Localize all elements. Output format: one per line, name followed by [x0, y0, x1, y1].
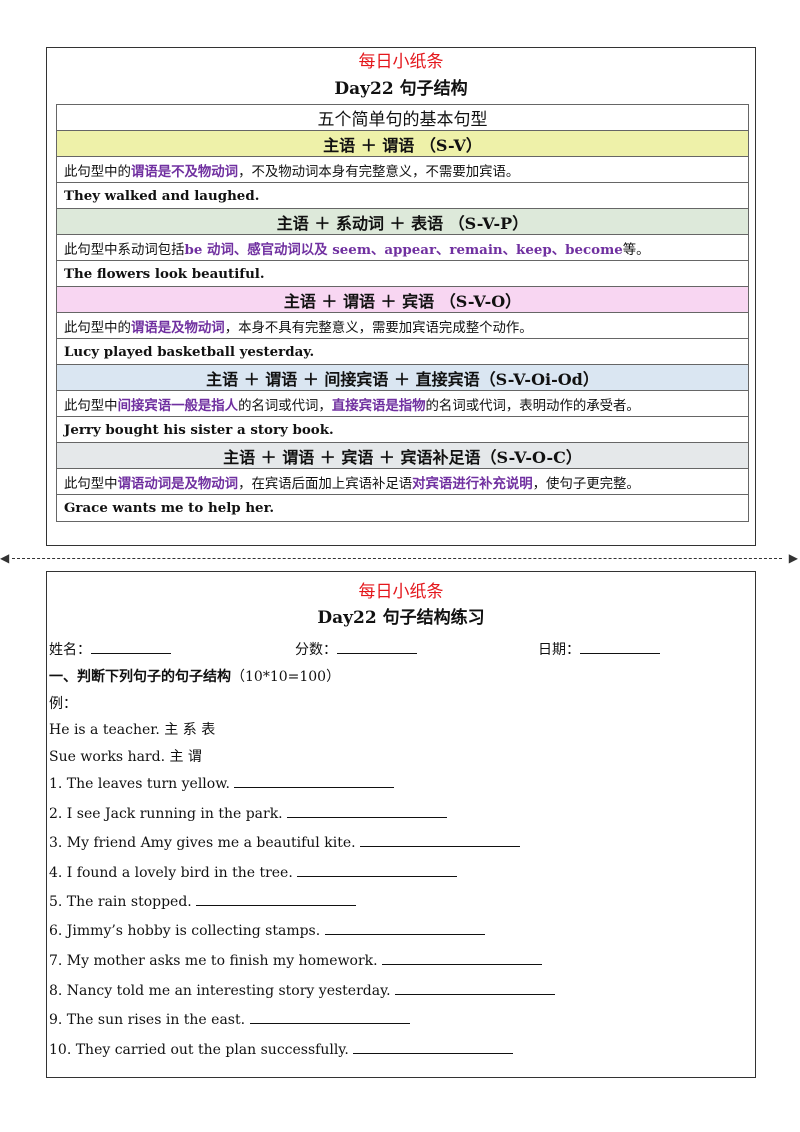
grammar-card-panel: 每日小纸条 Day22 句子结构 五个简单句的基本句型 主语 ＋ 谓语 （S-V…	[46, 47, 756, 546]
question-item: 1. The leaves turn yellow.	[49, 775, 395, 792]
table-header: 五个简单句的基本句型	[57, 105, 748, 131]
name-field[interactable]: 姓名：	[49, 639, 171, 659]
page-title: Day22 句子结构	[334, 79, 468, 99]
pattern-svo-heading: 主语 ＋ 谓语 ＋ 宾语 （S-V-O）	[57, 287, 748, 313]
question-item: 4. I found a lovely bird in the tree.	[49, 864, 458, 881]
pattern-svoc-example: Grace wants me to help her.	[64, 500, 275, 516]
pattern-sv-description: 此句型中的谓语是不及物动词，不及物动词本身有完整意义，不需要加宾语。	[57, 157, 748, 183]
section-heading: 一、判断下列句子的句子结构（10*10=100）	[49, 669, 341, 685]
question-item: 9. The sun rises in the east.	[49, 1011, 410, 1028]
brand-title: 每日小纸条	[358, 52, 444, 72]
pattern-svp-example: The flowers look beautiful.	[57, 261, 748, 287]
question-item: 6. Jimmy’s hobby is collecting stamps.	[49, 922, 485, 939]
date-field[interactable]: 日期：	[538, 639, 660, 659]
answer-blank[interactable]	[360, 834, 521, 847]
date-blank[interactable]	[580, 641, 660, 654]
pattern-svoc-description: 此句型中谓语动词是及物动词，在宾语后面加上宾语补足语对宾语进行补充说明，使句子更…	[57, 469, 748, 495]
answer-blank[interactable]	[382, 952, 543, 965]
date-label: 日期：	[538, 642, 580, 658]
pattern-sv-heading: 主语 ＋ 谓语 （S-V）	[57, 131, 748, 157]
pattern-svoo-heading: 主语 ＋ 谓语 ＋ 间接宾语 ＋ 直接宾语（S-V-Oi-Od）	[57, 365, 748, 391]
question-item: 7. My mother asks me to finish my homewo…	[49, 952, 543, 969]
cut-line-left-arrow-icon: ◀	[0, 551, 10, 565]
pattern-svoc-heading: 主语 ＋ 谓语 ＋ 宾语 ＋ 宾语补足语（S-V-O-C）	[57, 443, 748, 469]
example-item: Sue works hard. 主 谓	[49, 749, 202, 765]
pattern-svoo-example: Jerry bought his sister a story book.	[57, 417, 748, 443]
score-label: 分数：	[295, 642, 337, 658]
answer-blank[interactable]	[287, 805, 448, 818]
answer-blank[interactable]	[324, 922, 485, 935]
pattern-svo-description: 此句型中的谓语是及物动词，本身不具有完整意义，需要加宾语完成整个动作。	[57, 313, 748, 339]
example-item: He is a teacher. 主 系 表	[49, 722, 216, 738]
question-item: 3. My friend Amy gives me a beautiful ki…	[49, 834, 521, 851]
exercise-title: Day22 句子结构练习	[317, 608, 485, 628]
answer-blank[interactable]	[249, 1011, 410, 1024]
pattern-svp-description: 此句型中系动词包括 be 动词、感官动词以及 seem、appear、remai…	[57, 235, 748, 261]
pattern-svp-heading: 主语 ＋ 系动词 ＋ 表语 （S-V-P）	[57, 209, 748, 235]
score-blank[interactable]	[337, 641, 417, 654]
question-item: 2. I see Jack running in the park.	[49, 805, 448, 822]
cut-line-divider	[12, 558, 782, 559]
score-field[interactable]: 分数：	[295, 639, 417, 659]
example-label: 例：	[49, 696, 77, 712]
cut-line-right-arrow-icon: ▶	[788, 551, 798, 565]
question-item: 5. The rain stopped.	[49, 893, 357, 910]
pattern-svoo-description: 此句型中间接宾语一般是指人的名词或代词，直接宾语是指物的名词或代词，表明动作的承…	[57, 391, 748, 417]
name-label: 姓名：	[49, 642, 91, 658]
brand-title: 每日小纸条	[358, 582, 444, 602]
pattern-svo-example: Lucy played basketball yesterday.	[57, 339, 748, 365]
pattern-sv-example: They walked and laughed.	[57, 183, 748, 209]
answer-blank[interactable]	[353, 1041, 514, 1054]
answer-blank[interactable]	[234, 775, 395, 788]
exercise-panel: 每日小纸条 Day22 句子结构练习 姓名： 分数： 日期： 一、判断下列句子的…	[46, 571, 756, 1078]
name-blank[interactable]	[91, 641, 171, 654]
question-item: 8. Nancy told me an interesting story ye…	[49, 982, 556, 999]
question-item: 10. They carried out the plan successful…	[49, 1041, 514, 1058]
answer-blank[interactable]	[395, 982, 556, 995]
sentence-pattern-table: 五个简单句的基本句型 主语 ＋ 谓语 （S-V） 此句型中的谓语是不及物动词，不…	[56, 104, 749, 522]
answer-blank[interactable]	[297, 864, 458, 877]
answer-blank[interactable]	[196, 893, 357, 906]
